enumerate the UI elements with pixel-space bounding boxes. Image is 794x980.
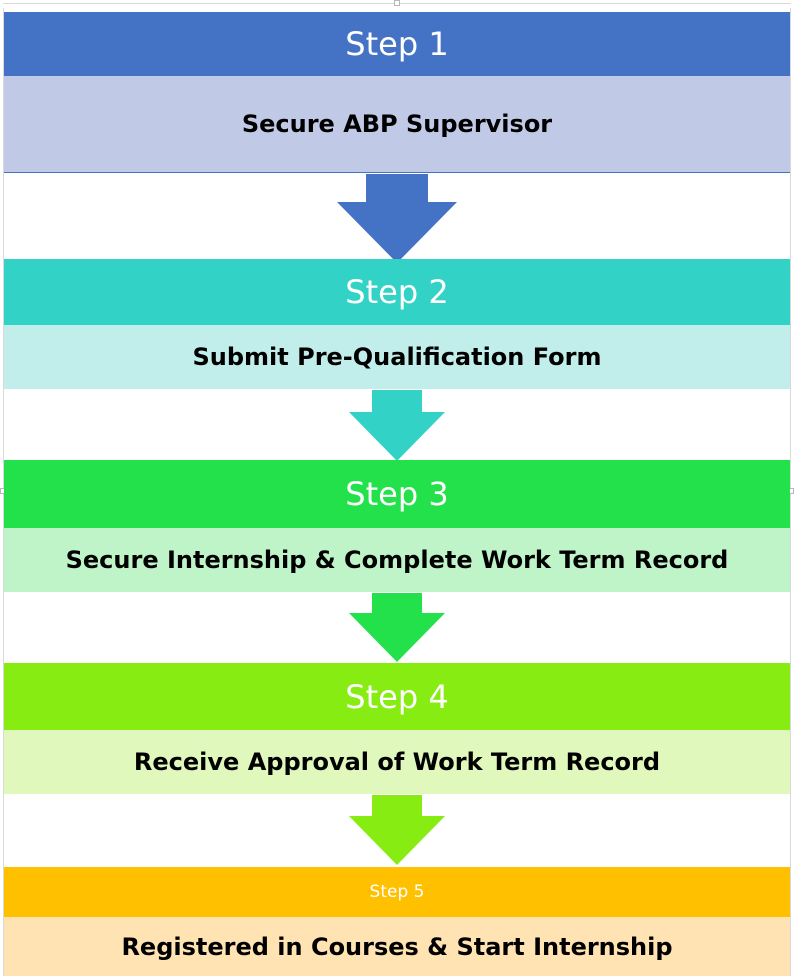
down-arrow-icon [348, 795, 446, 866]
step-5-header: Step 5 [4, 867, 790, 917]
step-5-header-label: Step 5 [369, 882, 425, 902]
step-5-text: Registered in Courses & Start Internship [121, 932, 673, 961]
step-4-header: Step 4 [4, 663, 790, 730]
step-2-text: Submit Pre-Qualification Form [192, 343, 602, 371]
step-4-body: Receive Approval of Work Term Record [4, 730, 790, 794]
step-1-text: Secure ABP Supervisor [241, 110, 553, 138]
down-arrow-icon [348, 390, 446, 462]
step-4-header-label: Step 4 [345, 677, 449, 716]
step-5-body: Registered in Courses & Start Internship [4, 917, 790, 976]
step-2-body: Submit Pre-Qualification Form [4, 325, 790, 389]
top-resize-handle[interactable] [394, 0, 400, 6]
step-1-header: Step 1 [4, 12, 790, 76]
step-3-header: Step 3 [4, 460, 790, 528]
step-1-body: Secure ABP Supervisor [4, 76, 790, 173]
step-2-header: Step 2 [4, 259, 790, 325]
step-4-text: Receive Approval of Work Term Record [133, 748, 661, 776]
step-1-header-label: Step 1 [345, 25, 449, 63]
step-3-text: Secure Internship & Complete Work Term R… [65, 546, 729, 574]
down-arrow-icon [348, 593, 446, 663]
step-2-header-label: Step 2 [345, 273, 449, 311]
down-arrow-icon [336, 174, 458, 264]
step-3-body: Secure Internship & Complete Work Term R… [4, 528, 790, 592]
step-3-header-label: Step 3 [345, 475, 449, 513]
